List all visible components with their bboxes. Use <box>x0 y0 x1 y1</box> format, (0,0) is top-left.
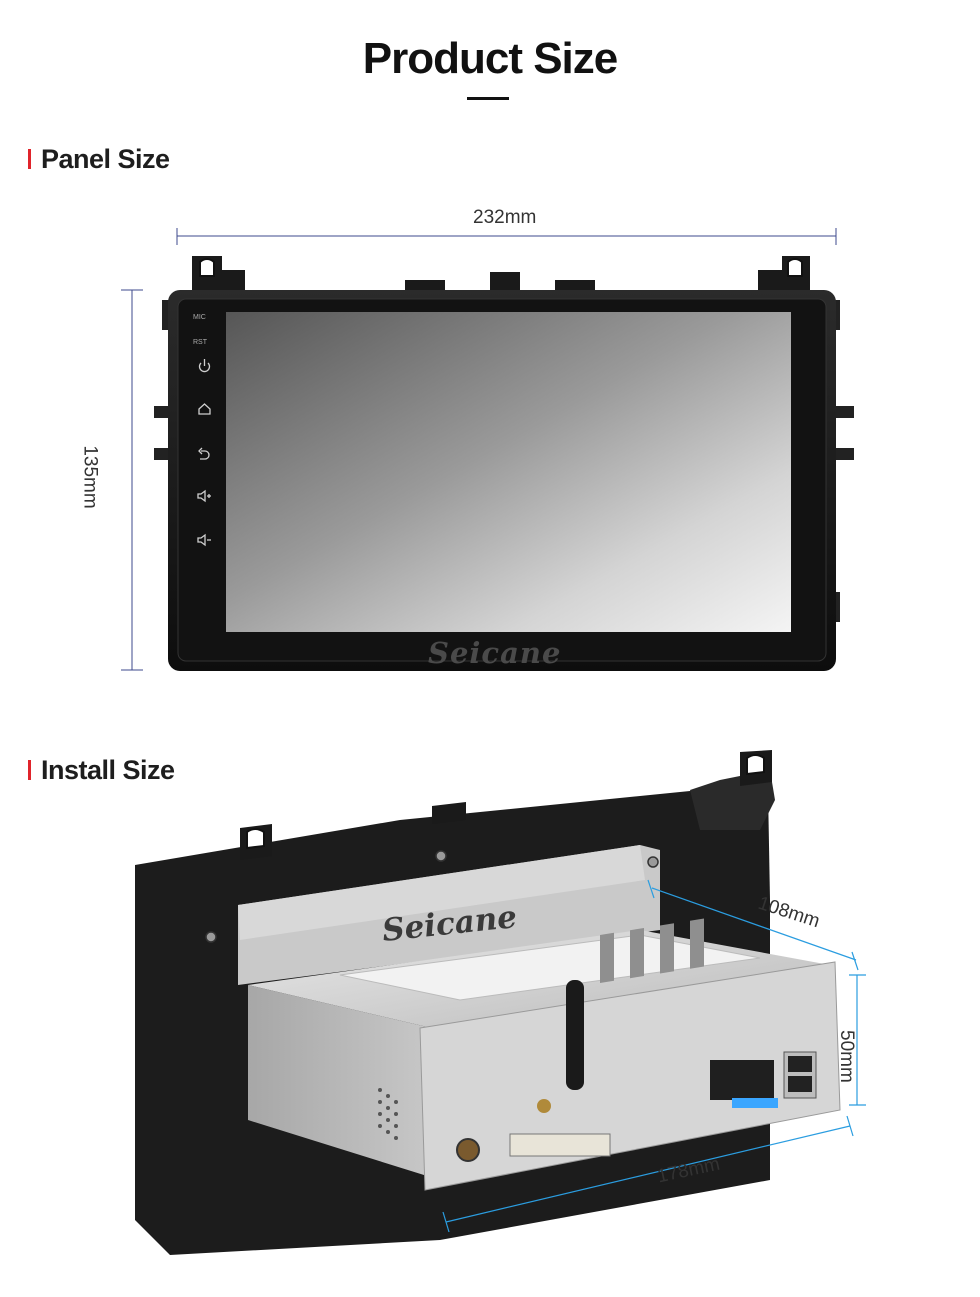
panel-width-label: 232mm <box>473 207 537 228</box>
volume-up-icon[interactable] <box>197 489 211 503</box>
heading-accent-bar <box>28 149 31 169</box>
panel-size-label: Panel Size <box>41 144 170 174</box>
install-height-label: 50mm <box>836 1030 857 1083</box>
volume-down-icon[interactable] <box>197 533 211 547</box>
heading-accent-bar <box>28 760 31 780</box>
panel-size-heading: Panel Size <box>28 144 170 175</box>
title-underline <box>467 97 509 100</box>
install-size-label: Install Size <box>41 755 175 785</box>
install-size-heading: Install Size <box>28 755 175 786</box>
back-icon[interactable] <box>198 447 210 460</box>
home-icon[interactable] <box>198 403 211 415</box>
power-icon[interactable] <box>198 359 211 373</box>
mic-label: MIC <box>193 314 206 321</box>
rst-label: RST <box>193 339 207 346</box>
panel-brand-logo: Seicane <box>428 636 562 670</box>
page-title: Product Size <box>362 34 619 83</box>
